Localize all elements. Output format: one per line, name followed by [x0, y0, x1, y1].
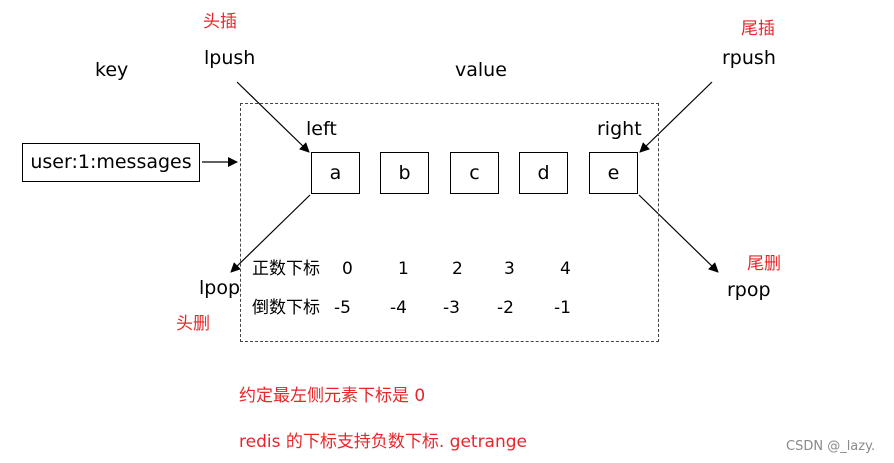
list-element-d: d	[519, 152, 568, 194]
list-element-e: e	[589, 152, 638, 194]
watermark: CSDN @_lazy.	[786, 439, 876, 454]
tail-insert-annotation: 尾插	[741, 19, 775, 39]
tail-delete-annotation: 尾删	[747, 254, 781, 274]
head-insert-annotation: 头插	[203, 12, 237, 32]
negative-index-0: -5	[334, 298, 351, 318]
list-element-b: b	[380, 152, 429, 194]
left-end-label: left	[306, 118, 337, 140]
rpop-label: rpop	[727, 279, 771, 301]
lpop-label: lpop	[199, 277, 241, 299]
key-label: key	[95, 59, 129, 81]
negative-index-3: -2	[497, 298, 514, 318]
note-index-start: 约定最左侧元素下标是 0	[239, 386, 426, 406]
head-delete-annotation: 头删	[176, 314, 210, 334]
negative-index-label: 倒数下标	[252, 298, 320, 318]
value-list-frame	[240, 103, 659, 342]
rpush-arrow	[639, 81, 713, 153]
lpush-arrow	[236, 81, 310, 153]
right-end-label: right	[597, 118, 642, 140]
positive-index-2: 2	[452, 259, 463, 279]
note-negative-index: redis 的下标支持负数下标. getrange	[239, 432, 528, 452]
positive-index-4: 4	[560, 259, 571, 279]
redis-key-box: user:1:messages	[22, 143, 200, 182]
lpop-arrow	[230, 194, 311, 273]
list-element-a: a	[311, 152, 360, 194]
negative-index-4: -1	[554, 298, 571, 318]
negative-index-1: -4	[390, 298, 407, 318]
rpop-arrow	[638, 194, 719, 273]
rpush-label: rpush	[722, 47, 776, 69]
lpush-label: lpush	[204, 47, 256, 69]
list-element-c: c	[450, 152, 499, 194]
positive-index-3: 3	[504, 259, 515, 279]
positive-index-label: 正数下标	[252, 259, 320, 279]
negative-index-2: -3	[443, 298, 460, 318]
value-label: value	[455, 59, 507, 81]
positive-index-1: 1	[398, 259, 409, 279]
positive-index-0: 0	[342, 259, 353, 279]
